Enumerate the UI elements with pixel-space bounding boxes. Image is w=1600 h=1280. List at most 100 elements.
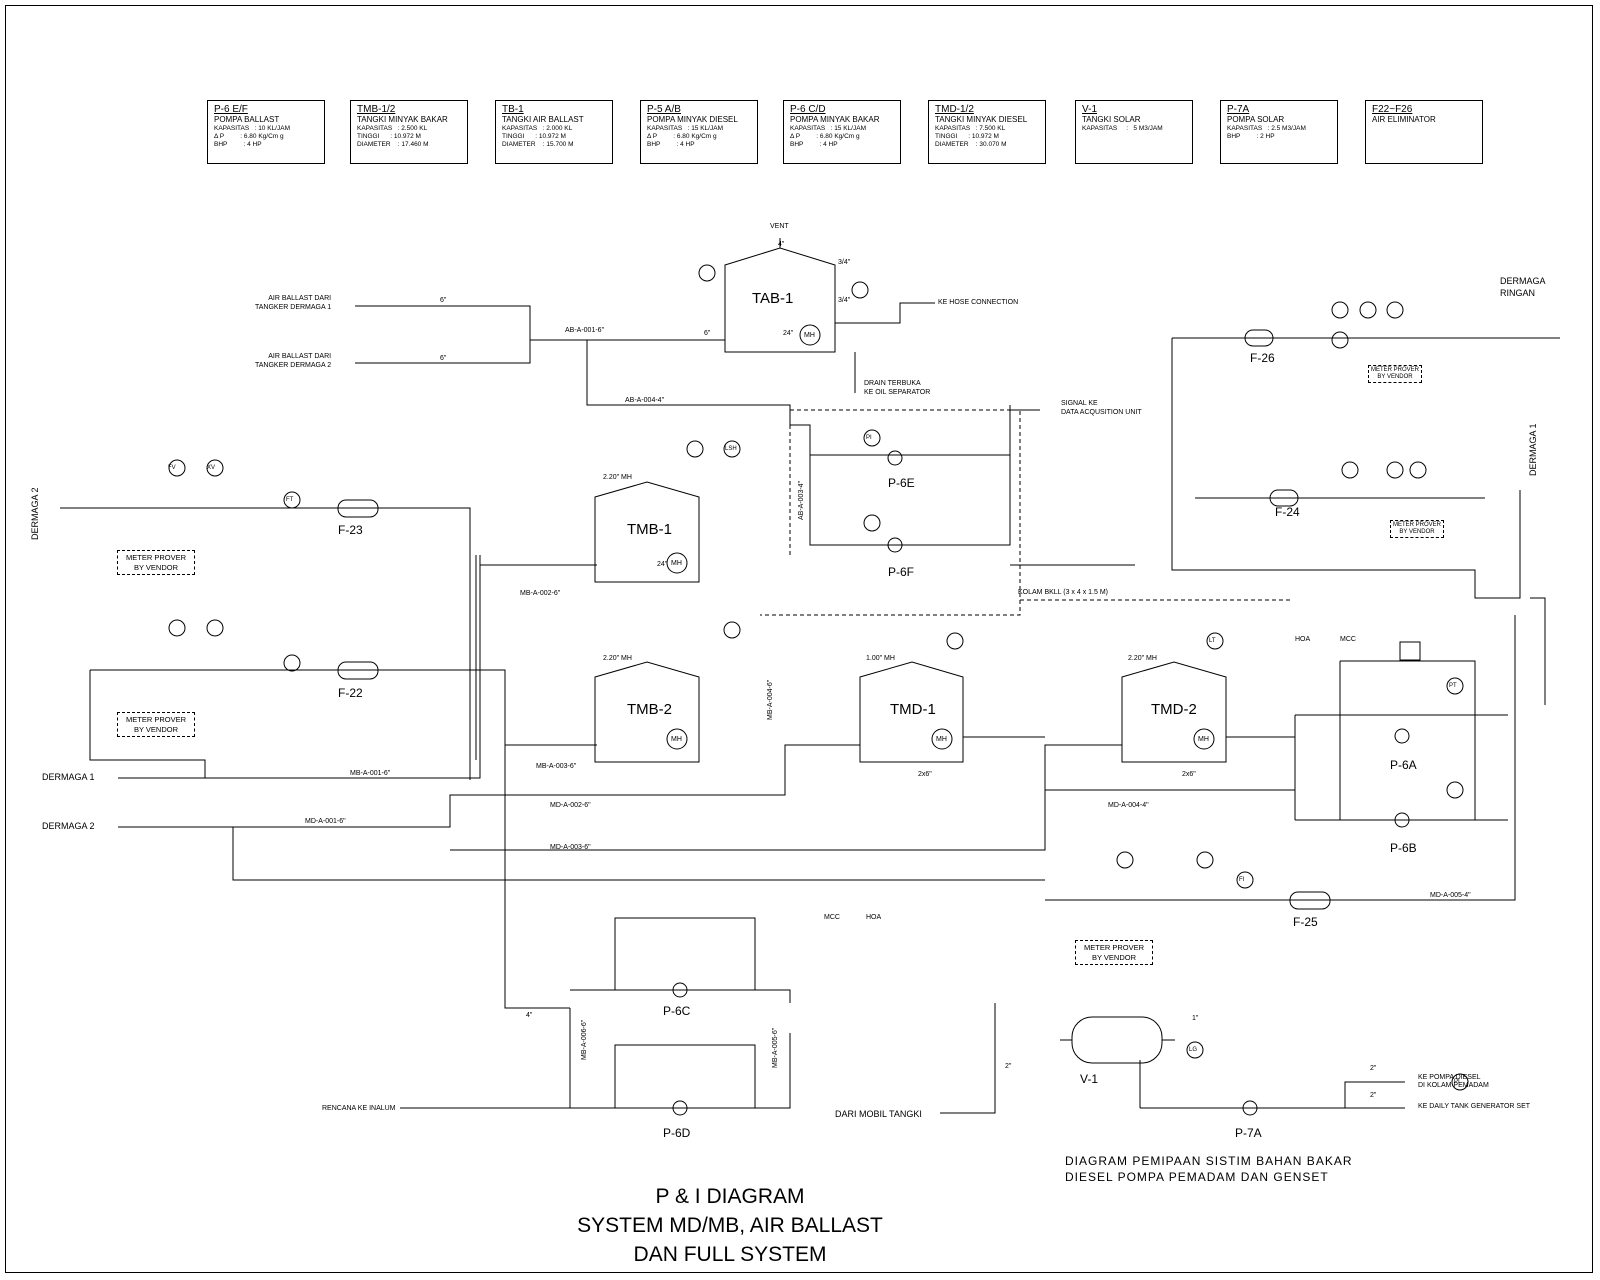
legend-name: AIR ELIMINATOR <box>1372 115 1436 124</box>
line-mb003: MB-A-003-6" <box>536 763 577 770</box>
meter-prover-f26: METER PROVER BY VENDOR <box>1368 365 1422 383</box>
size-24-tab1: 24" <box>783 330 794 337</box>
legend-row: DIAMETER : 15.700 M <box>502 141 574 148</box>
mh-tmd1: 1.00" MH <box>866 655 895 662</box>
inst-ft: FT <box>286 497 294 503</box>
size-6-c: 6" <box>704 330 711 337</box>
legend-name: TANGKI AIR BALLAST <box>502 115 584 124</box>
legend-name: TANGKI MINYAK BAKAR <box>357 115 448 124</box>
pump-label-p6e: P-6E <box>888 476 915 490</box>
legend-name: POMPA BALLAST <box>214 115 280 124</box>
hoa-label-1: HOA <box>866 914 882 921</box>
tank-tab1 <box>724 247 836 353</box>
size-2x6-tmd1: 2x6" <box>918 771 932 778</box>
legend-name: TANGKI MINYAK DIESEL <box>935 115 1028 124</box>
drawing-title-1: P & I DIAGRAM <box>655 1185 805 1208</box>
inst-pi: PI <box>866 435 872 441</box>
dermaga-1-right: DERMAGA 1 <box>1528 423 1538 476</box>
legend-row: KAPASITAS : 2.5 M3/JAM <box>1227 125 1306 132</box>
tank-tmb1 <box>594 481 700 583</box>
size-4-vent: 4" <box>778 241 785 248</box>
inst-lt: LT <box>1209 638 1216 644</box>
pump-label-p6c: P-6C <box>663 1004 691 1018</box>
line-md003: MD-A-003-6" <box>550 844 591 851</box>
legend-row: KAPASITAS : 2.000 KL <box>502 125 573 132</box>
legend-row: Δ P : 6.80 Kg/Cm g <box>214 133 284 140</box>
filter-label-f22: F-22 <box>338 686 363 700</box>
legend-tag: TMD-1/2 <box>935 104 974 115</box>
meter-prover-f24: METER PROVER BY VENDOR <box>1390 520 1444 538</box>
legend-row: DIAMETER : 30.070 M <box>935 141 1007 148</box>
size-1-a: 1" <box>1192 1015 1199 1022</box>
legend-row: KAPASITAS : 15 KL/JAM <box>647 125 723 132</box>
legend-row: BHP : 2 HP <box>1227 133 1275 140</box>
filter-label-f23: F-23 <box>338 523 363 537</box>
dermaga-2-md: DERMAGA 2 <box>42 821 95 831</box>
filter-label-f26: F-26 <box>1250 351 1275 365</box>
ab-source-2: AIR BALLAST DARI TANGKER DERMAGA 2 <box>255 353 332 369</box>
signal-lines <box>760 409 1290 616</box>
tank-tmd1 <box>859 661 964 763</box>
mh-tmb2: 2.20" MH <box>603 655 632 662</box>
size-2x6-tmd2: 2x6" <box>1182 771 1196 778</box>
hoa-label-2: HOA <box>1295 636 1311 643</box>
inst-fi: FI <box>1239 877 1245 883</box>
filter-label-f24: F-24 <box>1275 505 1300 519</box>
line-md004: MD-A-004-4" <box>1108 802 1149 809</box>
vessel-v1 <box>1060 1016 1175 1064</box>
legend-tag: TB-1 <box>502 104 524 115</box>
mcc-label-2: MCC <box>1340 636 1356 643</box>
drawing-title-3: DAN FULL SYSTEM <box>633 1243 827 1266</box>
legend-row: KAPASITAS : 5 M3/JAM <box>1082 125 1163 132</box>
line-mb002: MB-A-002-6" <box>520 590 561 597</box>
manhole-tmb2: MH <box>671 736 682 743</box>
inst-lsh: LSH <box>725 446 737 452</box>
legend-name: TANGKI SOLAR <box>1082 115 1141 124</box>
pump-bank-p6ab <box>1339 641 1476 820</box>
legend-row: KAPASITAS : 15 KL/JAM <box>790 125 866 132</box>
ab-source-1: AIR BALLAST DARI TANGKER DERMAGA 1 <box>255 295 332 311</box>
dermaga-ringan: DERMAGA RINGAN <box>1500 276 1546 298</box>
filter-symbols <box>337 329 1331 910</box>
dermaga-2-left: DERMAGA 2 <box>30 487 40 540</box>
legend-row: Δ P : 6.80 Kg/Cm g <box>790 133 860 140</box>
line-ab003: AB-A-003-4" <box>798 480 805 520</box>
drawing-title-2: SYSTEM MD/MB, AIR BALLAST <box>577 1214 883 1237</box>
manhole-tmd1: MH <box>936 736 947 743</box>
mobil-tangki-label: DARI MOBIL TANGKI <box>835 1109 922 1119</box>
line-ab001: AB-A-001-6" <box>565 327 605 334</box>
filter-label-f25: F-25 <box>1293 915 1318 929</box>
legend-name: POMPA MINYAK BAKAR <box>790 115 880 124</box>
drawing-frame <box>5 5 1593 1273</box>
ke-pompa-label: KE POMPA DIESEL DI KOLAM PEMADAM <box>1418 1074 1489 1089</box>
inst-fv: FV <box>168 465 176 471</box>
size-2-c: 2" <box>1370 1092 1377 1099</box>
meter-prover-f23: METER PROVER BY VENDOR <box>117 550 195 575</box>
inst-xv: XV <box>207 465 216 471</box>
pump-label-p6a: P-6A <box>1390 758 1417 772</box>
tank-label-tmb1: TMB-1 <box>627 521 672 538</box>
legend-name: POMPA MINYAK DIESEL <box>647 115 738 124</box>
legend-row: KAPASITAS : 10 KL/JAM <box>214 125 290 132</box>
manhole-tmb1: MH <box>671 560 682 567</box>
pump-label-p6b: P-6B <box>1390 841 1417 855</box>
size-6-a: 6" <box>440 297 447 304</box>
pump-label-p7a: P-7A <box>1235 1126 1262 1140</box>
legend-tag: F22~F26 <box>1372 104 1413 115</box>
legend-tag: TMB-1/2 <box>357 104 396 115</box>
subtitle-1: DIAGRAM PEMIPAAN SISTIM BAHAN BAKAR <box>1065 1154 1353 1168</box>
legend-tag: V-1 <box>1082 104 1098 115</box>
legend-tag: P-6 C/D <box>790 104 826 115</box>
size-34-b: 3/4" <box>838 297 851 304</box>
legend-row: BHP : 4 HP <box>214 141 262 148</box>
manhole-tmd2: MH <box>1198 736 1209 743</box>
tank-label-tmb2: TMB-2 <box>627 701 672 718</box>
kolam-label: KOLAM BKLL (3 x 4 x 1.5 M) <box>1018 589 1108 596</box>
pump-label-p6f: P-6F <box>888 565 915 579</box>
